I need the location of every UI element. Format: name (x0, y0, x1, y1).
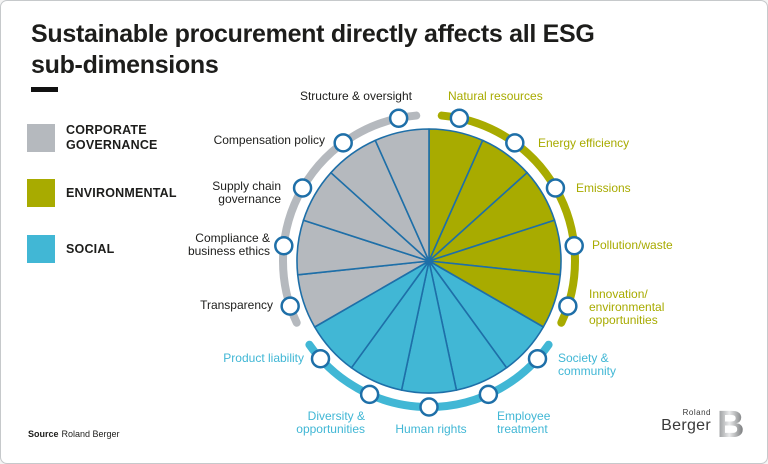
segment-marker-circle (292, 178, 313, 198)
segment-label: Diversity &opportunities (296, 409, 365, 436)
svg-text:B: B (717, 404, 743, 443)
segment-marker-circle (388, 108, 409, 128)
source-label: Source (28, 429, 59, 439)
pie-segment-governance-14 (374, 128, 430, 262)
segment-label: Natural resources (448, 89, 543, 103)
logo-wordmark: Roland Berger (661, 409, 711, 443)
segment-label: Compensation policy (214, 133, 325, 147)
legend-label-social: SOCIAL (66, 241, 115, 256)
segment-marker-circle (310, 348, 331, 369)
segment-label: Structure & oversight (300, 89, 413, 103)
segment-label: Transparency (200, 298, 273, 312)
logo-line-roland: Roland (682, 408, 711, 417)
segment-marker-circle (478, 384, 499, 405)
segment-label: Pollution/waste (592, 238, 673, 252)
segment-label: Compliance &business ethics (188, 231, 270, 258)
page-title-line-2: sub-dimensions (31, 51, 219, 79)
segment-label: Society &community (558, 351, 616, 378)
segment-marker-circle (505, 133, 525, 153)
segment-marker-circle (419, 397, 439, 417)
segment-marker-circle (558, 296, 578, 316)
segment-marker-circle (564, 235, 584, 256)
legend-item-environmental: ENVIRONMENTAL (27, 179, 177, 207)
legend-label-environmental: ENVIRONMENTAL (66, 185, 177, 200)
segment-marker-circle (527, 348, 548, 369)
legend-swatch-environmental (27, 179, 55, 207)
segment-marker-circle (274, 235, 294, 256)
page-title: Sustainable procurement directly affects… (31, 19, 671, 81)
source-value: Roland Berger (61, 429, 120, 439)
page-title-line-1: Sustainable procurement directly affects… (31, 20, 595, 48)
legend-swatch-social (27, 235, 55, 263)
segment-marker-circle (359, 384, 380, 405)
segment-label: Human rights (395, 422, 466, 436)
segment-label: Product liability (223, 351, 304, 365)
segment-marker-circle (280, 296, 300, 316)
legend-label-governance: CORPORATE GOVERNANCE (66, 123, 158, 152)
roland-berger-logo: Roland Berger B (661, 403, 743, 443)
title-underline-dash (31, 87, 58, 92)
segment-marker-circle (545, 178, 566, 198)
legend-swatch-governance (27, 124, 55, 152)
segment-label: Emissions (576, 181, 631, 195)
logo-b-mark-icon: B (717, 404, 743, 443)
segment-marker-circle (333, 133, 353, 153)
legend-item-corporate-governance: CORPORATE GOVERNANCE (27, 123, 158, 153)
segment-marker-circle (449, 108, 470, 128)
segment-label: Energy efficiency (538, 136, 629, 150)
legend-item-social: SOCIAL (27, 235, 114, 263)
logo-line-berger: Berger (661, 417, 711, 434)
